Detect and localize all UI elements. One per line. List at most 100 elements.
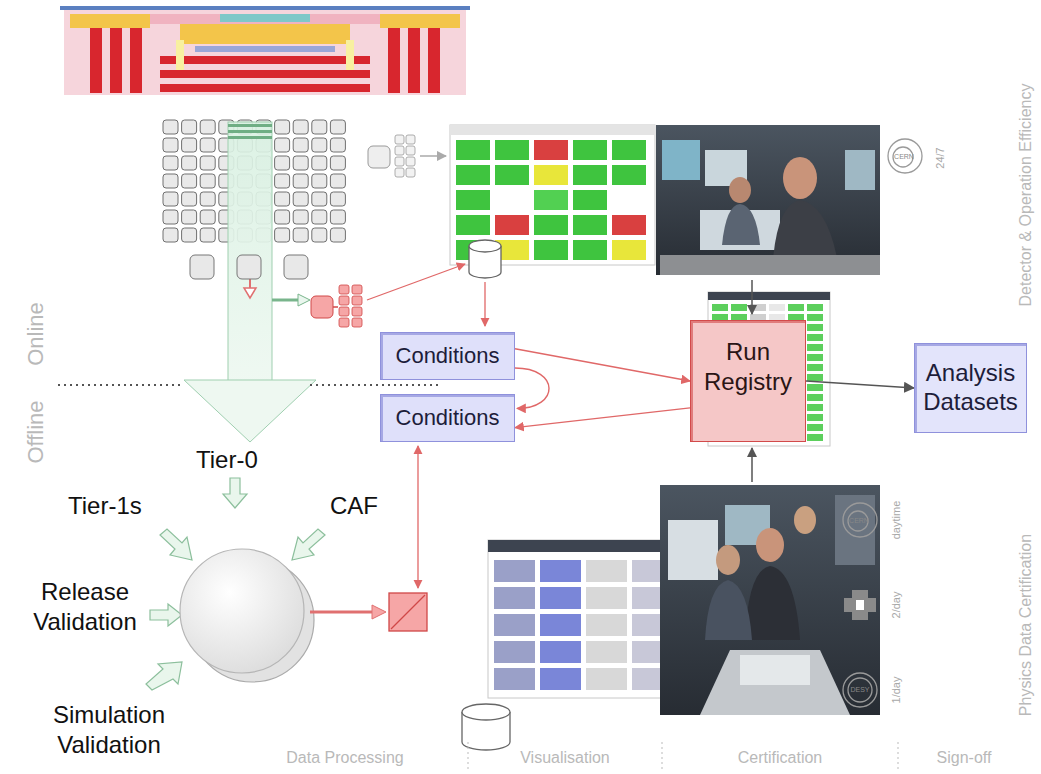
rect-shape: [228, 124, 272, 127]
rect-shape: [712, 304, 728, 311]
rect-shape: [228, 136, 272, 139]
trigger-boxes: [190, 255, 308, 279]
rect-shape: [540, 587, 581, 609]
label: Sign-off: [937, 749, 992, 767]
rect-shape: [495, 140, 529, 160]
path-shape: [722, 204, 760, 245]
rect-shape: [540, 614, 581, 636]
rect-shape: [64, 10, 466, 95]
rect-shape: [395, 168, 404, 177]
rect-shape: [237, 255, 261, 279]
rect-shape: [312, 210, 327, 224]
rect-shape: [612, 140, 646, 160]
rect-shape: [150, 14, 380, 24]
rect-shape: [573, 140, 607, 160]
rect-shape: [293, 156, 308, 170]
rect-shape: [275, 120, 290, 134]
ellipse-shape: [794, 506, 816, 534]
rect-shape: [540, 641, 581, 663]
rect-shape: [182, 120, 197, 134]
online-offline-divider: [58, 384, 442, 386]
rect-shape: [807, 424, 823, 431]
rect-shape: [534, 215, 568, 235]
rect-shape: [160, 84, 370, 92]
rect-shape: [540, 560, 581, 582]
path-shape: [745, 566, 800, 640]
rect-shape: [406, 168, 415, 177]
conditions-box: Conditions: [380, 332, 515, 380]
rect-shape: [428, 28, 440, 93]
label: Tier-1s: [68, 492, 142, 520]
rect-shape: [662, 140, 700, 180]
rect-shape: [163, 120, 178, 134]
side-label: 2/day: [890, 592, 903, 619]
polygon-shape: [160, 529, 192, 560]
side-label: Physics Data Certification: [1017, 534, 1035, 716]
leader-arrow: [367, 264, 465, 300]
rect-shape: [275, 228, 290, 242]
rect-shape: [312, 138, 327, 152]
rect-shape: [200, 174, 215, 188]
datasets-box: Analysis Datasets: [914, 343, 1027, 433]
side-label: Detector & Operation Efficiency: [1017, 84, 1035, 307]
rect-shape: [586, 641, 627, 663]
control-room-photo: [656, 125, 880, 275]
database: [462, 704, 510, 750]
leader-arrow: [484, 282, 485, 326]
rect-shape: [200, 210, 215, 224]
rect-shape: [807, 404, 823, 411]
rect-shape: [352, 318, 362, 327]
rect-shape: [586, 668, 627, 690]
label: CERN: [849, 517, 869, 525]
rect-shape: [612, 165, 646, 185]
rect-shape: [293, 174, 308, 188]
rect-shape: [807, 354, 823, 361]
cern-logo: [843, 503, 877, 537]
rect-shape: [807, 324, 823, 331]
database: [469, 240, 501, 278]
connector-arrow: [515, 349, 690, 381]
rect-shape: [807, 374, 823, 381]
circle-shape: [893, 147, 913, 167]
rect-shape: [540, 668, 581, 690]
polygon-shape: [184, 380, 316, 442]
rect-shape: [200, 228, 215, 242]
rect-shape: [163, 228, 178, 242]
side-label: daytime: [890, 501, 903, 540]
rect-shape: [90, 28, 102, 93]
rect-shape: [612, 215, 646, 235]
rect-shape: [228, 122, 272, 382]
rect-shape: [182, 192, 197, 206]
rect-shape: [275, 174, 290, 188]
rect-shape: [190, 255, 214, 279]
rect-shape: [182, 210, 197, 224]
rect-shape: [807, 304, 823, 311]
gui-box: [368, 146, 390, 168]
rect-shape: [395, 157, 404, 166]
flow-arrowhead: [372, 605, 386, 619]
connector-arrow: [806, 381, 914, 388]
circle-shape: [180, 549, 304, 673]
connector: [333, 306, 338, 308]
rect-shape: [612, 240, 646, 260]
rect-shape: [312, 120, 327, 134]
flow-arrow: [272, 299, 300, 302]
rect-shape: [668, 520, 718, 580]
label: Visualisation: [520, 749, 610, 767]
leader-arrow: [751, 448, 753, 482]
connector-arrow: [515, 368, 549, 408]
rect-shape: [406, 135, 415, 144]
node-text: Analysis Datasets: [921, 359, 1020, 417]
rect-shape: [807, 434, 823, 441]
ellipse-shape: [729, 177, 751, 203]
rect-shape: [456, 190, 490, 210]
rect-shape: [352, 285, 362, 294]
rect-shape: [330, 192, 345, 206]
rect-shape: [339, 296, 349, 305]
rect-shape: [160, 56, 370, 64]
rect-shape: [534, 165, 568, 185]
rect-shape: [495, 190, 529, 210]
label: Release Validation: [12, 577, 158, 637]
rect-shape: [339, 307, 349, 316]
